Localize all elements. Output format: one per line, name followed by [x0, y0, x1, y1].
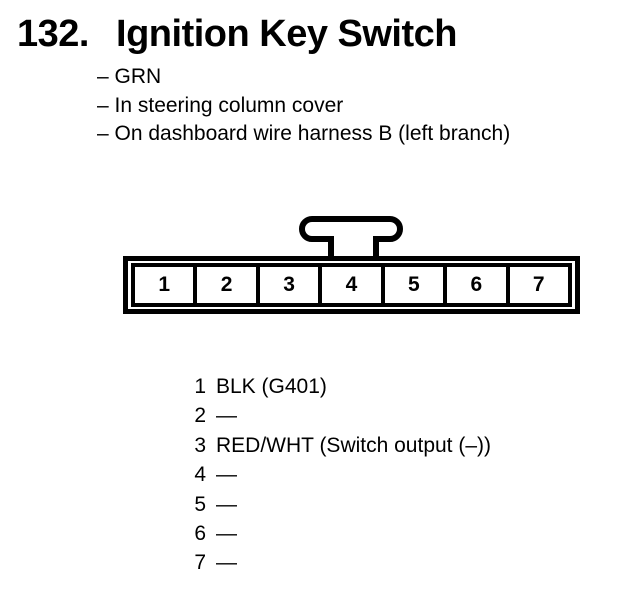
pin-number: 2 — [194, 404, 206, 428]
section-number: 132. — [17, 13, 89, 55]
connector-pin-cell-1: 1 — [135, 267, 198, 303]
pin-number: 1 — [194, 375, 206, 398]
pin-row: 1 BLK (G401) — [188, 372, 491, 401]
connector-pin-cell-5: 5 — [384, 267, 448, 303]
connector-pin-cell-4: 4 — [322, 267, 385, 303]
pin-label: — — [216, 551, 237, 575]
connector-cell-row: 1 2 3 4 5 6 7 — [131, 263, 572, 307]
connector-housing: 1 2 3 4 5 6 7 — [123, 256, 580, 314]
pin-label: — — [216, 463, 237, 487]
pin-assignment-list: 1 BLK (G401) 2 — 3 RED/WHT (Switch outpu… — [188, 372, 491, 578]
section-heading: 132. Ignition Key Switch — [17, 15, 457, 53]
pin-number: 6 — [194, 521, 206, 545]
pin-number: 5 — [194, 492, 206, 516]
pin-number: 3 — [194, 433, 206, 457]
connector-pin-cell-6: 6 — [447, 267, 510, 303]
pin-number: 7 — [194, 551, 206, 575]
pin-label: — — [216, 521, 237, 545]
pin-label: — — [216, 492, 237, 516]
detail-item-location: – In steering column cover — [97, 93, 344, 117]
connector-lock-tab-stem — [328, 236, 379, 256]
pin-label: BLK (G401) — [216, 375, 327, 398]
pin-row: 6 — — [188, 519, 491, 548]
pin-row: 3 RED/WHT (Switch output (–)) — [188, 431, 491, 460]
section-title: Ignition Key Switch — [116, 13, 457, 55]
pin-row: 7 — — [188, 548, 491, 577]
connector-pin-cell-7: 7 — [509, 267, 568, 303]
detail-list: – GRN – In steering column cover – On da… — [97, 63, 510, 149]
pin-row: 4 — — [188, 460, 491, 489]
pin-number: 4 — [194, 463, 206, 487]
detail-item-harness: – On dashboard wire harness B (left bran… — [97, 122, 511, 145]
pin-row: 5 — — [188, 490, 491, 519]
detail-item-color: – GRN — [97, 65, 162, 88]
pin-label: RED/WHT (Switch output (–)) — [216, 433, 491, 457]
connector-pin-cell-3: 3 — [259, 267, 323, 303]
pin-label: — — [216, 404, 237, 428]
pin-row: 2 — — [188, 401, 491, 430]
connector-pin-cell-2: 2 — [197, 267, 260, 303]
